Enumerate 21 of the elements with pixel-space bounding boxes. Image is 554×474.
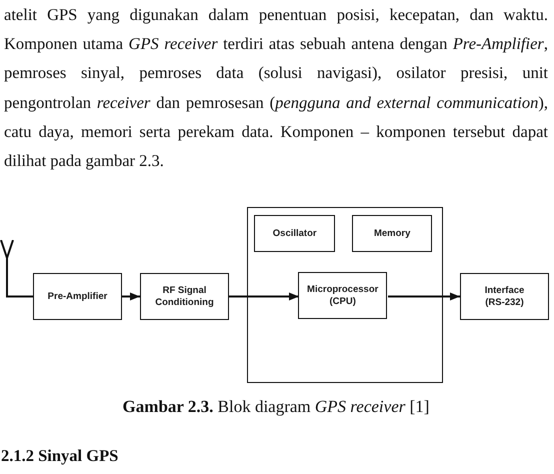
block-label: Interface (RS-232) — [484, 284, 526, 308]
process-block — [298, 272, 388, 320]
block-label: Pre-Amplifier — [48, 290, 108, 302]
arrow — [122, 292, 140, 300]
block-label: Memory — [374, 228, 410, 240]
arrow — [388, 292, 460, 300]
section-heading: 2.1.2 Sinyal GPS — [1, 445, 118, 466]
block-label: RF Signal Conditioning — [154, 284, 215, 308]
body-paragraph: atelit GPS yang digunakan dalam penentuan posisi, kecepatan, dan waktu. Komponen utama GPS receiver terdiri atas sebuah antena dengan Pre-Amplifier, pemroses sinyal, pemroses data (solusi navigasi), osilator presisi, unit pengontrolan receiver dan pemrosesan (pengguna and external communication), catu daya, memori serta perekam data. Komponen – komponen tersebut dapat dilihat pada gambar 2.3. — [4, 4, 548, 172]
connector-line — [6, 258, 33, 298]
process-block — [460, 273, 549, 320]
block-label: Oscillator — [272, 228, 317, 240]
enclosure-box — [247, 207, 443, 383]
arrow — [229, 292, 299, 300]
block-label: Microprocessor (CPU) — [306, 284, 380, 308]
process-block — [33, 273, 122, 320]
figure-caption: Gambar 2.3. Blok diagram GPS receiver [1] — [122, 396, 430, 418]
process-block — [352, 215, 432, 252]
process-block — [140, 273, 229, 320]
process-block — [254, 215, 336, 252]
antenna-icon — [0, 240, 14, 258]
